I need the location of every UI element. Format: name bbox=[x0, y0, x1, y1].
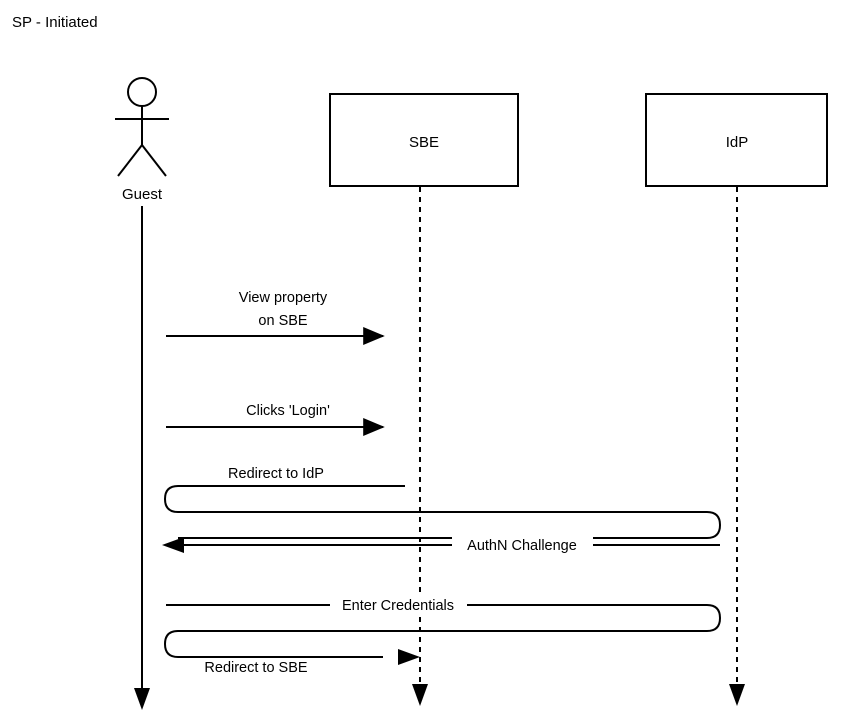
message-view-property-label-line1: View property bbox=[239, 290, 328, 306]
participant-idp[interactable]: IdP bbox=[645, 93, 828, 706]
lifeline-idp-end-arrow bbox=[729, 684, 745, 706]
participant-idp-box[interactable] bbox=[645, 93, 828, 187]
message-redirect-to-idp-path bbox=[164, 485, 721, 539]
message-enter-credentials-label-bg bbox=[330, 593, 467, 615]
participant-guest-label: Guest bbox=[122, 186, 163, 203]
participant-guest[interactable]: Guest bbox=[115, 77, 169, 710]
message-view-property[interactable]: View property on SBE bbox=[166, 290, 385, 345]
message-enter-credentials[interactable]: Enter Credentials bbox=[164, 593, 721, 658]
message-authn-challenge-label-bg bbox=[452, 533, 593, 555]
participant-sbe-label: SBE bbox=[409, 134, 439, 151]
participant-sbe-box[interactable] bbox=[329, 93, 519, 187]
message-redirect-to-sbe-label: Redirect to SBE bbox=[204, 660, 307, 676]
participant-sbe[interactable]: SBE bbox=[329, 93, 519, 706]
message-redirect-to-sbe[interactable]: Redirect to SBE bbox=[204, 649, 420, 676]
message-enter-credentials-path bbox=[164, 604, 721, 658]
message-redirect-to-sbe-arrowhead bbox=[398, 649, 420, 665]
lifeline-sbe-end-arrow bbox=[412, 684, 428, 706]
message-redirect-to-idp-label: Redirect to IdP bbox=[228, 466, 324, 482]
message-clicks-login-label: Clicks 'Login' bbox=[246, 403, 330, 419]
actor-icon bbox=[115, 77, 169, 177]
message-view-property-label-line2: on SBE bbox=[258, 313, 307, 329]
participant-idp-label: IdP bbox=[726, 134, 749, 151]
message-clicks-login[interactable]: Clicks 'Login' bbox=[166, 403, 385, 436]
lifeline-guest-end-arrow bbox=[134, 688, 150, 710]
message-authn-challenge-arrowhead bbox=[162, 537, 184, 553]
message-enter-credentials-label: Enter Credentials bbox=[342, 598, 454, 614]
message-authn-challenge-label: AuthN Challenge bbox=[467, 538, 577, 554]
message-redirect-to-idp[interactable]: Redirect to IdP bbox=[164, 466, 721, 539]
diagram-title: SP - Initiated bbox=[12, 14, 98, 31]
message-authn-challenge[interactable]: AuthN Challenge bbox=[162, 533, 720, 555]
